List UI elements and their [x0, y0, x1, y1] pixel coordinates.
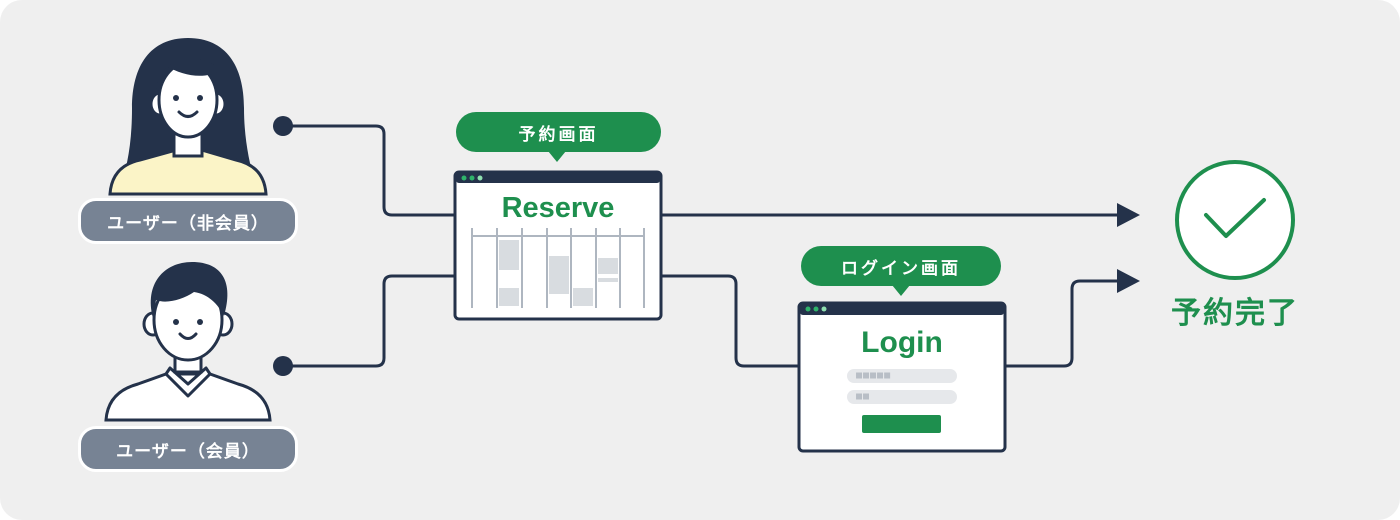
user-label-member: ユーザー（会員）	[78, 426, 298, 472]
reserve-bubble	[456, 112, 661, 152]
arrowhead-bottom	[1117, 269, 1140, 293]
calendar-grid	[471, 228, 645, 308]
connector-reserve-login	[661, 274, 799, 368]
check-circle-icon	[1175, 160, 1295, 280]
arrowhead-top	[1117, 203, 1140, 227]
window-dot-icon	[461, 175, 467, 181]
reserve-bubble-label: 予約画面	[518, 124, 599, 145]
window-dot-icon	[477, 175, 483, 181]
login-submit-button	[862, 415, 941, 433]
reserve-titlebar	[456, 172, 660, 183]
connector-user1-reserve	[283, 124, 455, 217]
user-label-nonmember: ユーザー（非会員）	[78, 198, 298, 244]
login-title: Login	[861, 326, 943, 359]
completion-label: 予約完了	[1171, 296, 1299, 331]
login-field-username	[847, 369, 957, 383]
window-dot-icon	[821, 306, 827, 312]
login-field-password-mask: ■■	[856, 391, 871, 402]
login-bubble-label: ログイン画面	[841, 258, 961, 279]
login-field-username-mask: ■■■■■	[856, 370, 892, 381]
reserve-title: Reserve	[501, 191, 615, 224]
connector-dot-user2	[273, 356, 293, 376]
window-dot-icon	[805, 306, 811, 312]
man-avatar	[104, 262, 272, 422]
login-titlebar	[800, 303, 1004, 315]
connector-user2-reserve	[283, 274, 455, 368]
window-dot-icon	[813, 306, 819, 312]
woman-avatar	[108, 38, 268, 196]
login-bubble	[801, 246, 1001, 286]
login-field-password	[847, 390, 957, 404]
login-bubble-tail	[892, 285, 910, 296]
reserve-screen	[453, 170, 663, 321]
connector-login-complete	[1005, 279, 1120, 368]
reserve-bubble-tail	[548, 151, 566, 162]
connector-dot-user1	[273, 116, 293, 136]
login-screen	[797, 301, 1007, 453]
window-dot-icon	[469, 175, 475, 181]
